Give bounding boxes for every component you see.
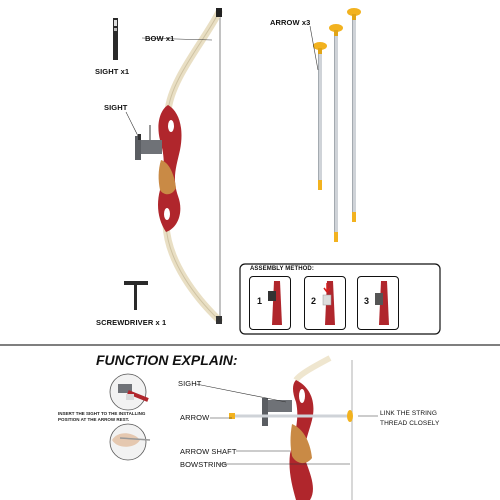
sight-count-label: SIGHT x1	[95, 67, 130, 76]
bow-function-icon	[229, 355, 353, 500]
bow-icon	[135, 8, 223, 324]
function-arrow-label: ARROW	[180, 413, 210, 422]
link-string-label-line2: THREAD CLOSELY	[380, 420, 440, 427]
function-sight-label: SIGHT	[178, 379, 202, 388]
assembly-title: ASSEMBLY METHOD:	[250, 266, 314, 272]
function-arrow-shaft-label: ARROW SHAFT	[180, 447, 237, 456]
step-number: 2	[311, 296, 317, 306]
step-number: 3	[364, 296, 370, 306]
bowstring-detail-icon	[109, 423, 151, 461]
assembly-step-1: 1	[249, 276, 291, 330]
arrows-icon	[313, 8, 361, 242]
riser-detail-icon	[268, 281, 282, 325]
assembly-step-3: 3	[357, 276, 399, 330]
bow-label: BOW x1	[145, 34, 175, 43]
step-number: 1	[257, 296, 263, 306]
sight-part-icon	[113, 18, 118, 60]
link-string-label-line1: LINK THE STRING	[380, 410, 438, 417]
screwdriver-label: SCREWDRIVER x 1	[96, 318, 167, 327]
sight-label: SIGHT	[104, 103, 128, 112]
riser-detail-icon	[375, 281, 389, 325]
screwdriver-icon	[124, 281, 148, 310]
function-bowstring-label: BOWSTRING	[180, 460, 228, 469]
insert-sight-instruction-line1: INSERT THE SIGHT TO THE INSTALLING	[58, 411, 146, 416]
insert-sight-instruction-line2: POSITION AT THE ARROW REST.	[58, 417, 130, 422]
assembly-step-2: 2	[304, 276, 346, 330]
sight-detail-icon	[109, 373, 149, 411]
function-title: FUNCTION EXPLAIN:	[96, 352, 238, 368]
arrow-label: ARROW x3	[270, 18, 311, 27]
riser-detail-icon	[322, 281, 335, 325]
